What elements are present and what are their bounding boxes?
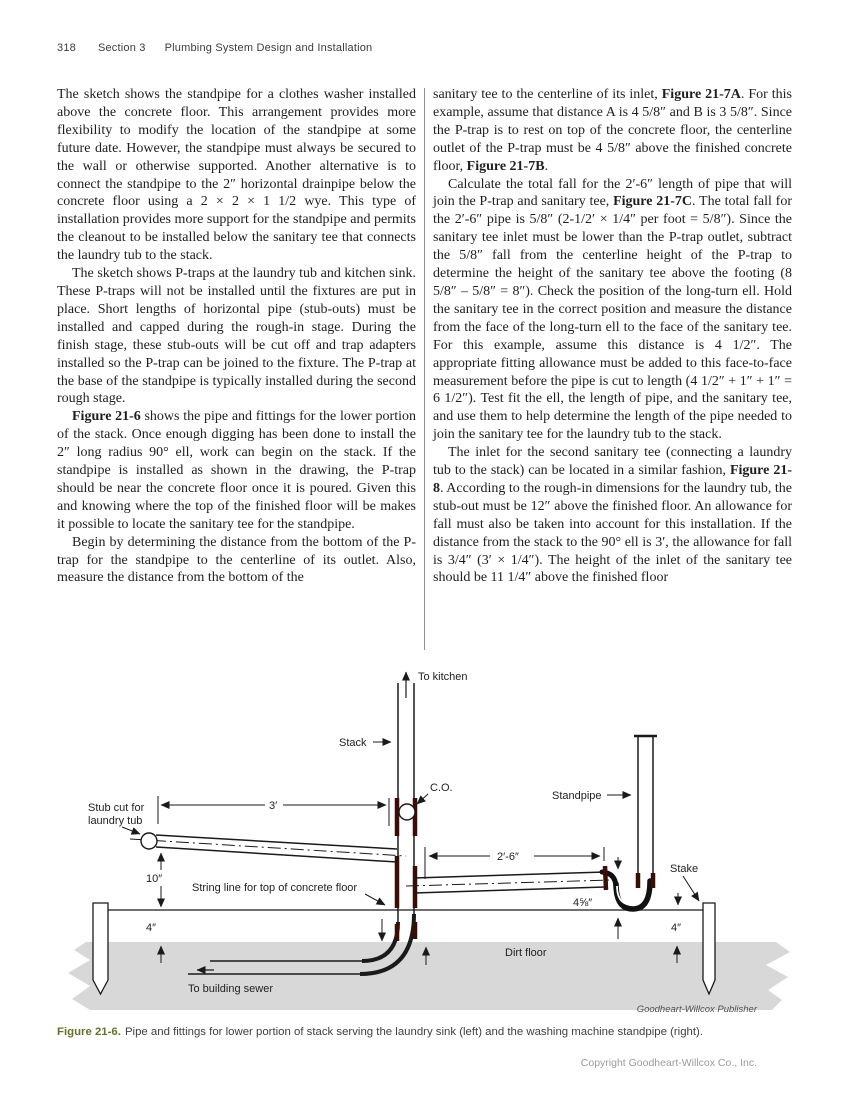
paragraph: The inlet for the second sanitary tee (c… xyxy=(433,445,792,586)
dimension-2ft6in xyxy=(424,847,622,879)
string-line-label: String line for top of concrete floor xyxy=(192,882,357,894)
text-column-left: The sketch shows the standpipe for a clo… xyxy=(57,86,416,587)
stack-pipe xyxy=(359,683,416,976)
paragraph: Calculate the total fall for the 2′-6″ l… xyxy=(433,176,792,443)
paragraph: The sketch shows the standpipe for a clo… xyxy=(57,87,416,264)
section-label: Section 3 xyxy=(97,42,146,54)
stub-label-line1: Stub cut for xyxy=(88,802,145,814)
stake-leader xyxy=(682,875,700,902)
to-building-sewer-label: To building sewer xyxy=(188,983,273,995)
figure-caption-label: Figure 21-6. xyxy=(57,1026,121,1038)
trap-arm-centerline xyxy=(405,879,613,887)
copyright-notice: Copyright Goodheart-Willcox Co., Inc. xyxy=(580,1057,757,1069)
cleanout-leader xyxy=(416,793,429,805)
text-column-right: sanitary tee to the centerline of its in… xyxy=(433,86,792,587)
paragraph: sanitary tee to the centerline of its in… xyxy=(433,87,792,174)
stub-end xyxy=(140,832,158,850)
stake-left xyxy=(92,902,109,996)
dimension-4-5-8in-label: 4⅝″ xyxy=(573,897,592,909)
dimension-4in-right-label: 4″ xyxy=(671,922,681,934)
paragraph: Begin by determining the distance from t… xyxy=(57,534,416,586)
dimension-3ft xyxy=(157,796,390,826)
publisher-credit: Goodheart-Willcox Publisher xyxy=(636,1004,757,1015)
paragraph: Figure 21-6 shows the pipe and fittings … xyxy=(57,409,416,532)
chapter-title: Plumbing System Design and Installation xyxy=(164,42,373,54)
standpipe-label: Standpipe xyxy=(552,790,602,802)
page-header: 318 Section 3 Plumbing System Design and I… xyxy=(57,42,372,54)
cleanout-plug xyxy=(398,803,416,821)
stub-leader xyxy=(121,826,141,835)
standpipe xyxy=(634,734,657,881)
figure-21-6-diagram: To building sewer Dirt floor Stake xyxy=(60,660,790,1012)
trap-arm-pipe xyxy=(413,871,606,894)
p-trap xyxy=(599,869,653,912)
dirt-band xyxy=(68,942,790,1010)
building-sewer-pipe xyxy=(188,960,365,975)
stub-label-line2: laundry tub xyxy=(88,815,142,827)
dirt-floor-label: Dirt floor xyxy=(505,947,547,959)
laundry-pipe-centerline xyxy=(129,838,407,857)
dimension-10in-label: 10″ xyxy=(146,873,162,885)
column-divider xyxy=(424,88,425,650)
stake-label: Stake xyxy=(670,863,698,875)
stack-hub-fittings xyxy=(394,798,418,941)
stake-right xyxy=(702,902,716,996)
dimension-4in-left-label: 4″ xyxy=(146,922,156,934)
trap-hub-fittings xyxy=(602,865,656,891)
figure-caption-text: Pipe and fittings for lower portion of s… xyxy=(124,1026,703,1038)
figure-caption: Figure 21-6.Pipe and fittings for lower … xyxy=(57,1026,817,1038)
cleanout-label: C.O. xyxy=(430,782,453,794)
dimension-3ft-label: 3′ xyxy=(269,800,277,812)
to-kitchen-label: To kitchen xyxy=(418,671,468,683)
string-line-leader xyxy=(364,893,386,906)
page-number: 318 xyxy=(57,42,76,54)
paragraph: The sketch shows P-traps at the laundry … xyxy=(57,266,416,407)
laundry-stub-pipe xyxy=(155,834,398,863)
stack-label: Stack xyxy=(339,737,367,749)
dimension-2ft6in-label: 2′-6″ xyxy=(497,851,519,863)
